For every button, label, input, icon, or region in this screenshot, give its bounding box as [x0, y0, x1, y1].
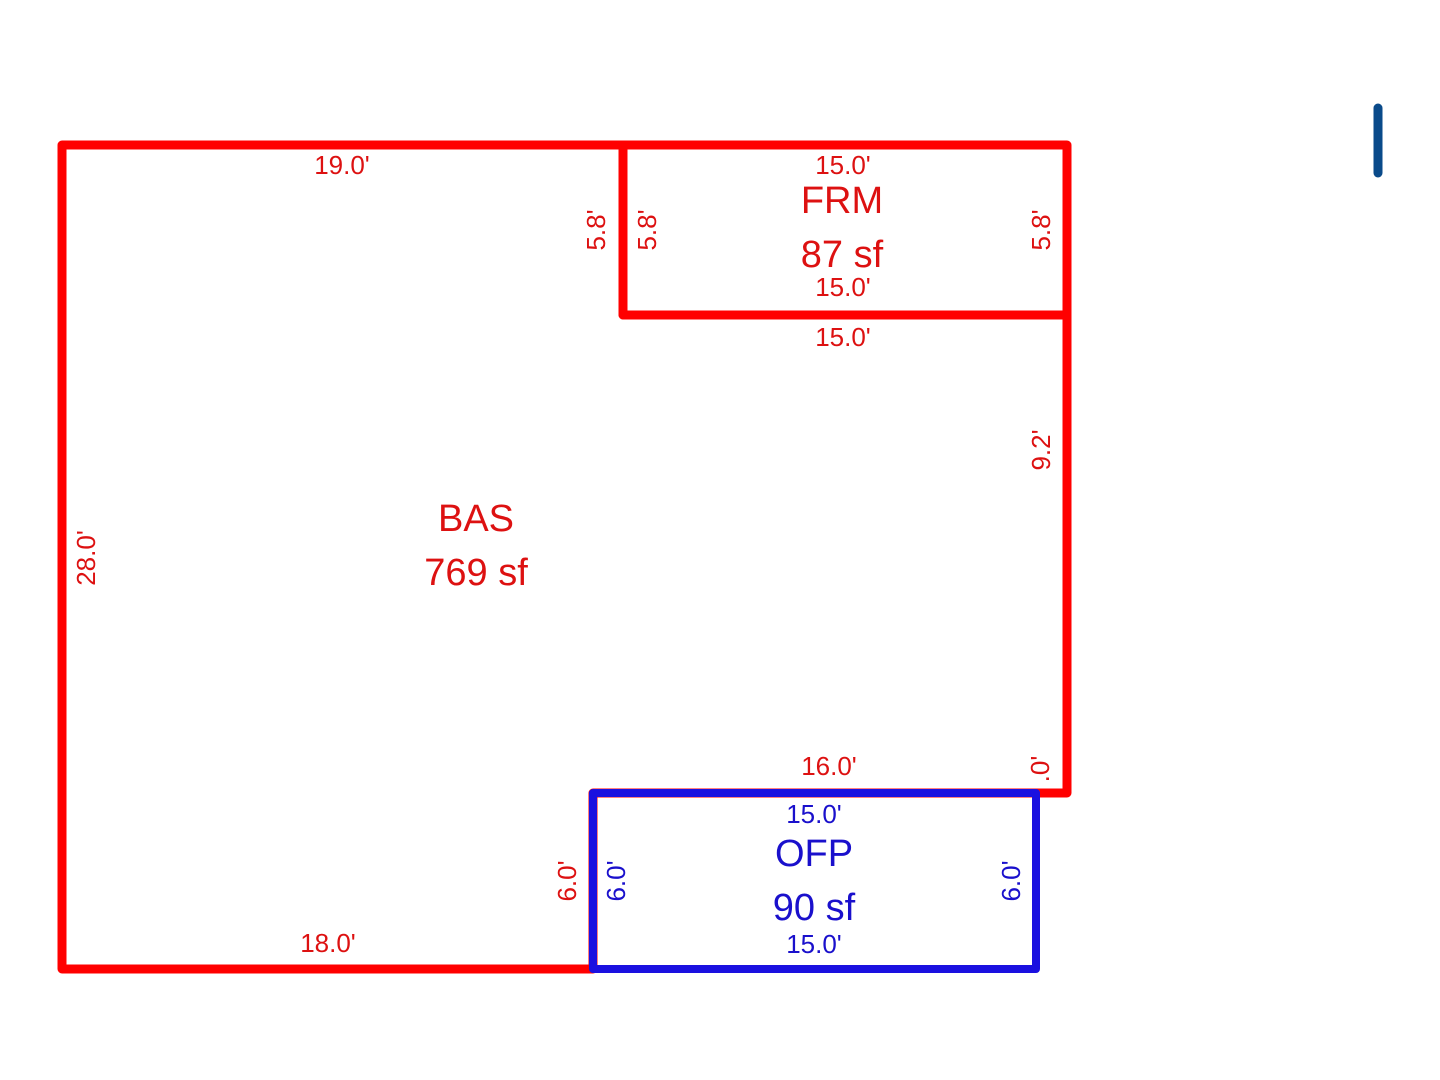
dim-bas-left: 28.0' — [71, 530, 101, 586]
frm-area-label: 87 sf — [801, 234, 884, 276]
frm-outline[interactable] — [618, 140, 1072, 320]
dim-bas-bottom: 18.0' — [300, 928, 356, 958]
bas-code-label: BAS — [438, 498, 514, 540]
dim-ofp-top: 15.0' — [786, 799, 842, 829]
dim-ofp-right: 6.0' — [996, 860, 1026, 901]
dim-frm-left: 5.8' — [632, 209, 662, 250]
dim-frm-right: 5.8' — [1026, 209, 1056, 250]
dim-frm-top: 15.0' — [815, 150, 871, 180]
frm-code-label: FRM — [801, 180, 883, 222]
dim-frm-bottom: 15.0' — [815, 272, 871, 302]
bas-area-label: 769 sf — [424, 552, 528, 594]
dim-bas-top: 19.0' — [314, 150, 370, 180]
ofp-outline[interactable] — [589, 789, 1040, 973]
dim-bas-notch-left: 5.8' — [581, 209, 611, 250]
dim-bas-notch-bottom: 15.0' — [815, 322, 871, 352]
dim-bas-inner-left: 6.0' — [552, 860, 582, 901]
dim-ofp-left: 6.0' — [601, 860, 631, 901]
ofp-area-label: 90 sf — [773, 887, 856, 929]
dim-bas-right: 9.2' — [1026, 429, 1056, 470]
dim-ofp-bottom: 15.0' — [786, 929, 842, 959]
dim-bas-inner-bottom: 16.0' — [801, 751, 857, 781]
dim-bas-short-right: .0' — [1025, 756, 1055, 783]
bas-outline[interactable] — [57, 140, 1072, 974]
ofp-code-label: OFP — [775, 833, 853, 875]
